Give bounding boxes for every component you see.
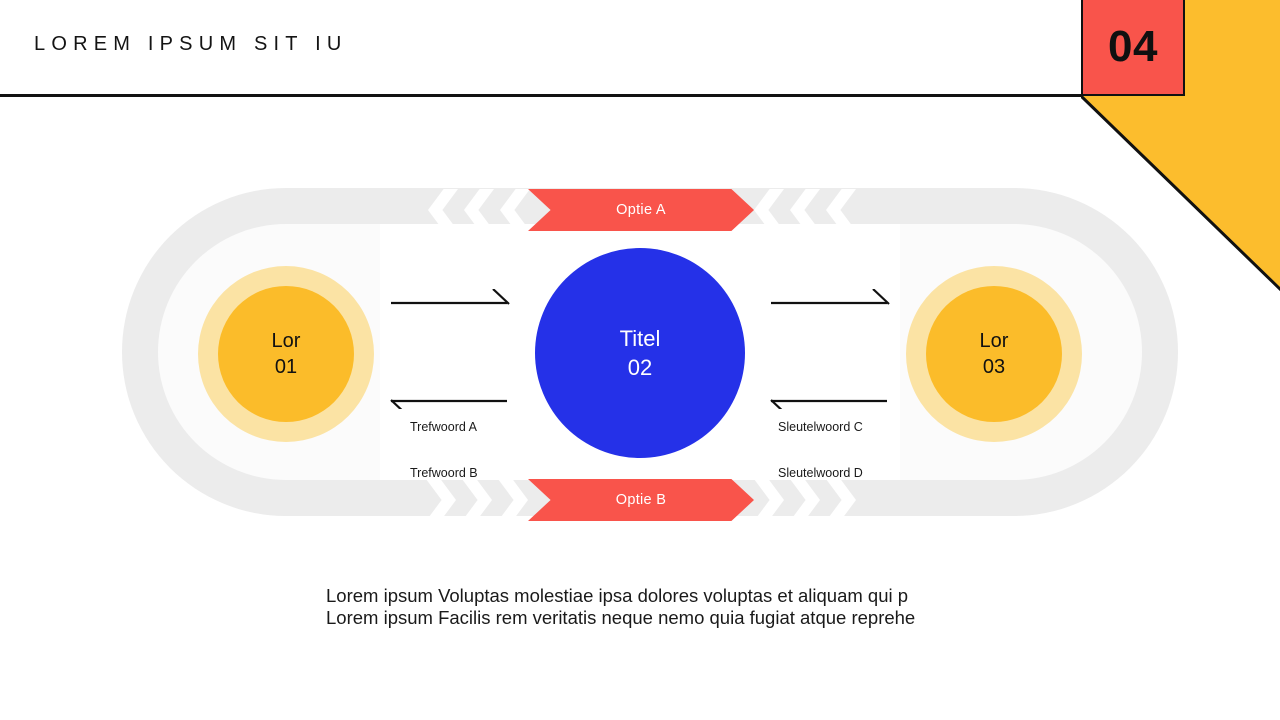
connector-left <box>390 289 510 409</box>
chevron-right-icon <box>426 479 456 521</box>
connector-label-b: Trefwoord B <box>410 466 478 480</box>
connector-label-d: Sleutelwoord D <box>778 466 863 480</box>
chevron-left-icon <box>500 189 530 231</box>
chevron-strip-bottom-right <box>750 479 874 521</box>
option-a-banner[interactable]: Optie A <box>528 189 754 231</box>
connector-label-a: Trefwoord A <box>410 420 477 434</box>
chevron-left-icon <box>428 189 458 231</box>
chevron-strip-bottom-left <box>424 479 536 521</box>
node-right-line2: 03 <box>982 356 1006 378</box>
node-left-line1: Lor <box>271 329 301 352</box>
option-b-label: Optie B <box>615 492 667 508</box>
node-right[interactable]: Lor 03 <box>926 286 1062 422</box>
chevron-left-icon <box>464 189 494 231</box>
body-text-line-2: Lorem ipsum Facilis rem veritatis neque … <box>326 607 916 628</box>
chevron-strip-top-right <box>750 189 874 231</box>
node-center[interactable]: Titel 02 <box>535 248 745 458</box>
option-b-banner[interactable]: Optie B <box>528 479 754 521</box>
chevron-left-icon <box>790 189 820 231</box>
slide-number-badge: 04 <box>1081 0 1185 96</box>
chevron-strip-top-left <box>428 189 532 231</box>
process-diagram: Optie A Optie B Lor 01 Titel 02 Lor 03 <box>0 96 1280 566</box>
chevron-right-icon <box>462 479 492 521</box>
chevron-right-icon <box>498 479 528 521</box>
body-text-line-1: Lorem ipsum Voluptas molestiae ipsa dolo… <box>326 585 909 606</box>
connector-right <box>770 289 890 409</box>
node-left-line2: 01 <box>274 356 298 378</box>
chevron-right-icon <box>826 479 856 521</box>
node-right-line1: Lor <box>979 329 1009 352</box>
chevron-left-icon <box>754 189 784 231</box>
page-title: LOREM IPSUM SIT IU <box>34 33 348 55</box>
chevron-right-icon <box>754 479 784 521</box>
connector-label-c: Sleutelwoord C <box>778 420 863 434</box>
node-center-line2: 02 <box>627 355 653 380</box>
header-bar: LOREM IPSUM SIT IU <box>0 0 1280 97</box>
chevron-left-icon <box>826 189 856 231</box>
chevron-right-icon <box>790 479 820 521</box>
header-divider <box>0 94 1082 97</box>
body-text-block: Lorem ipsum Voluptas molestiae ipsa dolo… <box>326 585 1226 629</box>
option-a-label: Optie A <box>616 202 666 218</box>
node-center-line1: Titel <box>619 325 661 351</box>
slide-number-text: 04 <box>1108 22 1158 71</box>
node-left[interactable]: Lor 01 <box>218 286 354 422</box>
